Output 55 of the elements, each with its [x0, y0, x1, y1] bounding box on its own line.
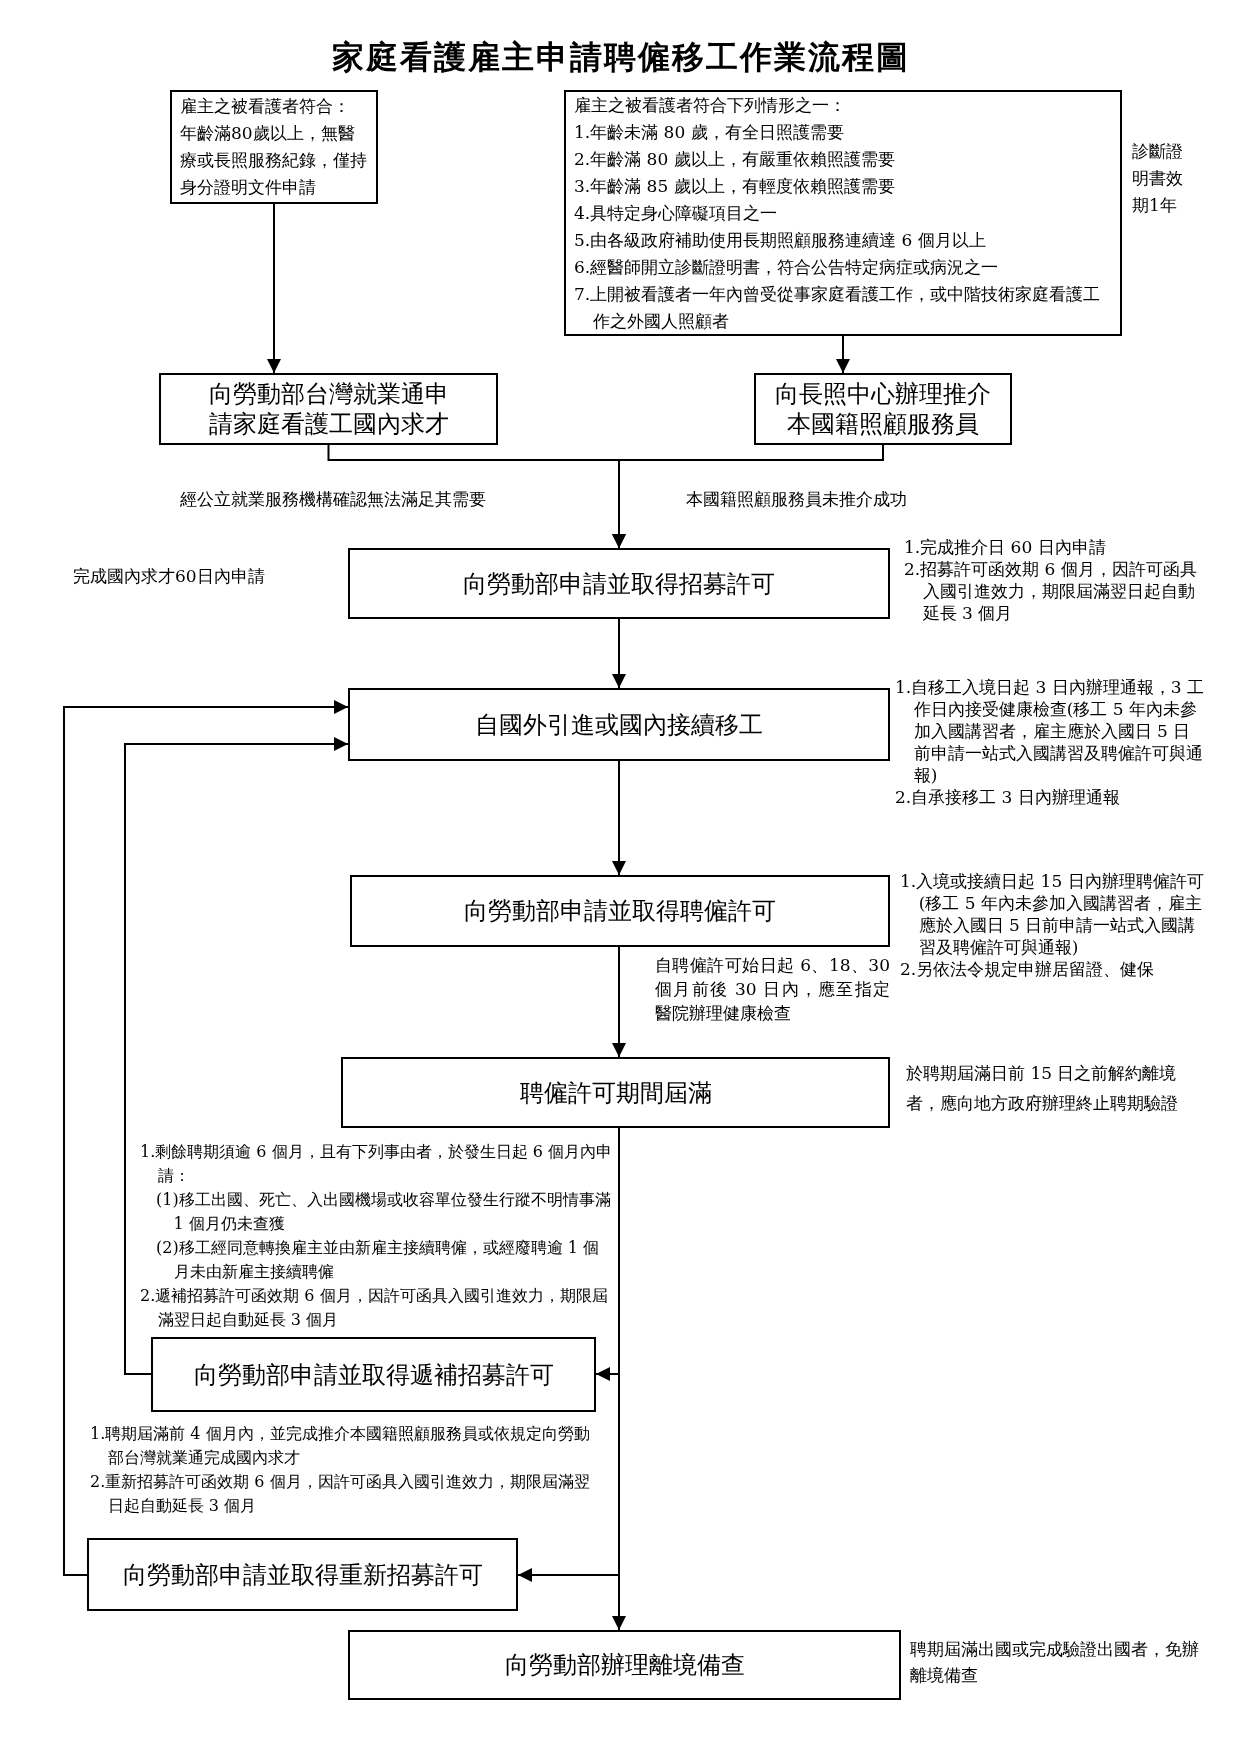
list-item: 2.年齡滿 80 歲以上，有嚴重依賴照護需要: [574, 147, 896, 171]
process-box: [350, 875, 890, 947]
arrow: [267, 203, 281, 374]
note-text: 1.聘期屆滿前 4 個月內，並完成推介本國籍照顧服務員或依規定向勞動部台灣就業通完成國內求才: [90, 1423, 590, 1469]
process-box: [170, 90, 378, 204]
arrow: [612, 946, 626, 1058]
list-item: 6.經醫師開立診斷證明書，符合公告特定病症或病況之一: [574, 255, 1000, 279]
note-text: 2.另依法令規定申辦居留證、健保: [900, 958, 1156, 980]
box-text: 向勞動部台灣就業通申請家庭看護工國內求才: [207, 379, 450, 439]
list-item: 5.由各級政府補助使用長期照顧服務連續達 6 個月以上: [574, 228, 987, 252]
arrow: [612, 760, 626, 876]
box-text: 向勞動部申請並取得招募許可: [462, 568, 776, 599]
note-text: 1.入境或接續日起 15 日內辦理聘僱許可(移工 5 年內未參加入國講習者，雇主應於入國日 5 日前申請一站式入國講習及聘僱許可與通報): [900, 870, 1205, 958]
arrow: [612, 444, 884, 549]
list-item: 4.具特定身心障礙項目之一: [574, 201, 779, 225]
arrow: [124, 737, 349, 1375]
title: 家庭看護雇主申請聘僱移工作業流程圖: [330, 37, 911, 78]
process-box: [564, 90, 1122, 336]
note-text: 聘期屆滿出國或完成驗證出國者，免辦離境備查: [910, 1638, 1200, 1687]
process-box: [754, 373, 1012, 445]
box-text: 自國外引進或國內接續移工: [474, 709, 764, 740]
box-text: 向勞動部申請並取得遞補招募許可: [192, 1359, 555, 1390]
note-text: 2.自承接移工 3 日內辦理通報: [895, 786, 1121, 808]
arrow: [63, 700, 349, 1576]
process-box: [348, 688, 890, 761]
process-box: [348, 1630, 901, 1700]
note-text: 1.完成推介日 60 日內申請: [904, 536, 1107, 558]
note-text: 1.剩餘聘期須逾 6 個月，且有下列事由者，於發生日起 6 個月內申請：: [140, 1141, 612, 1187]
note-text: 完成國內求才60日內申請: [73, 565, 266, 588]
note-text: 於聘期屆滿日前 15 日之前解約離境者，應向地方政府辦理終止聘期驗證: [906, 1062, 1179, 1115]
process-box: [341, 1057, 890, 1128]
box-text: 向勞動部申請並取得聘僱許可: [463, 896, 777, 926]
process-box: [348, 548, 890, 619]
box-text: 向勞動部辦理離境備查: [503, 1650, 746, 1680]
process-box: [151, 1337, 596, 1412]
arrow: [612, 618, 626, 689]
list-item: 1.年齡未滿 80 歲，有全日照護需要: [574, 120, 845, 144]
box-text: 聘僱許可期間屆滿: [518, 1077, 713, 1108]
note-text: (2)移工經同意轉換雇主並由新雇主接續聘僱，或經廢聘逾 1 個月未由新雇主接續聘僱: [156, 1237, 600, 1283]
note-text: (1)移工出國、死亡、入出國機場或收容單位發生行蹤不明情事滿 1 個月仍未查獲: [156, 1189, 612, 1235]
process-box: [159, 373, 498, 445]
note-text: 2.重新招募許可函效期 6 個月，因許可函具入國引進效力，期限屆滿翌日起自動延長 3 個月: [90, 1471, 590, 1517]
box-text: 向長照中心辦理推介本國籍照顧服務員: [774, 379, 992, 439]
box-text: 向勞動部申請並取得重新招募許可: [121, 1559, 484, 1590]
note-text: 診斷證明書效期1年: [1132, 140, 1184, 217]
arrow: [836, 335, 850, 374]
box-text: 年齡滿80歲以上，無醫療或長照服務紀錄，僅持身分證明文件申請: [180, 122, 368, 199]
note-text: 1.自移工入境日起 3 日內辦理通報，3 工作日內接受健康檢查(移工 5 年內未參加入國講習者，雇主應於入國日 5 日前申請一站式入國講習及聘僱許可與通報): [895, 676, 1205, 786]
process-box: [87, 1538, 518, 1611]
list-item: 7.上開被看護者一年內曾受從事家庭看護工作，或中階技術家庭看護工作之外國人照顧者: [574, 282, 1102, 333]
box-text: 雇主之被看護者符合下列情形之一：: [574, 93, 847, 117]
list-item: 3.年齡滿 85 歲以上，有輕度依賴照護需要: [574, 174, 896, 198]
box-text: 雇主之被看護者符合：: [180, 95, 351, 118]
note-text: 2.招募許可函效期 6 個月，因許可函具入國引進效力，期限屆滿翌日起自動延長 3 個月: [904, 558, 1198, 624]
note-text: 2.遞補招募許可函效期 6 個月，因許可函具入國引進效力，期限屆滿翌日起自動延長 3 個月: [140, 1285, 609, 1331]
